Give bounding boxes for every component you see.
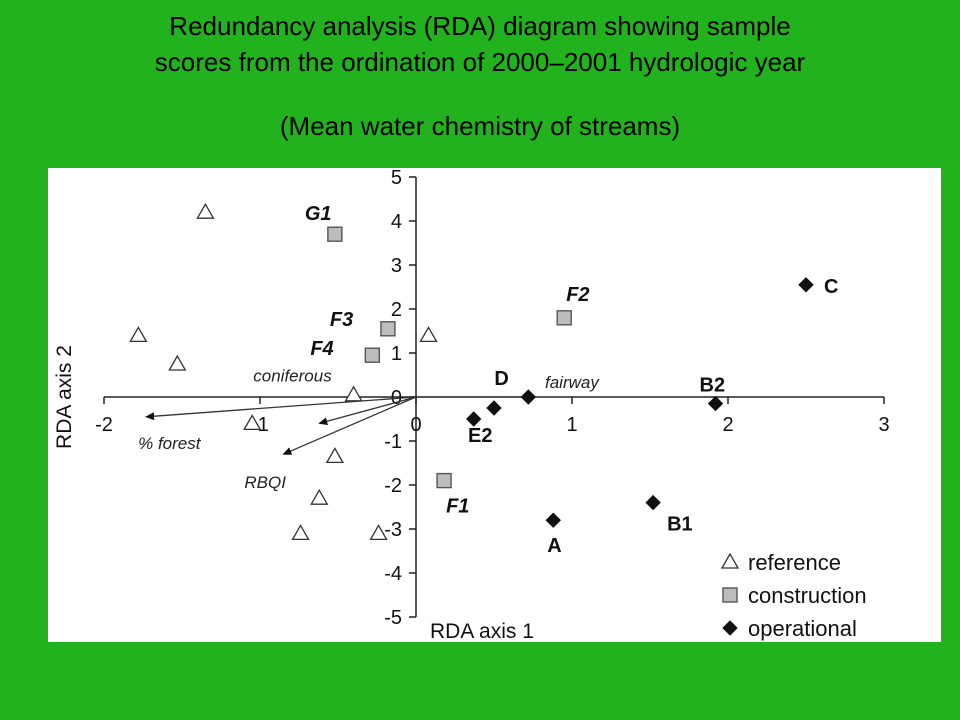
operational-point (520, 389, 537, 405)
legend-label: construction (748, 583, 867, 608)
operational-point (707, 395, 724, 412)
legend-reference-marker (720, 552, 740, 569)
x-tick-label: 1 (566, 414, 577, 436)
title-line-1: Redundancy analysis (RDA) diagram showin… (169, 11, 791, 41)
legend-construction-marker (722, 587, 738, 603)
y-tick-label: -4 (384, 563, 402, 585)
y-tick-label: -1 (384, 431, 402, 453)
vector-arrow (145, 396, 417, 421)
x-tick-label: 2 (722, 414, 733, 436)
y-tick-label: 2 (391, 299, 402, 321)
reference-point (129, 326, 148, 343)
x-axis-title: RDA axis 1 (430, 620, 534, 642)
x-tick-label: -1 (251, 414, 269, 436)
point-label: C (824, 276, 838, 298)
operational-point (466, 411, 482, 427)
legend-label: operational (748, 616, 857, 641)
point-label: G1 (305, 203, 332, 225)
x-tick-label: 0 (410, 414, 421, 436)
operational-point (486, 400, 502, 416)
x-tick-label: 3 (878, 414, 889, 436)
point-label: F4 (310, 338, 333, 360)
construction-point (556, 310, 572, 326)
vector-arrow (318, 396, 417, 426)
reference-point (310, 488, 329, 505)
vector-label: % forest (138, 434, 202, 453)
reference-point (291, 524, 310, 541)
x-tick-label: -2 (95, 414, 113, 436)
title-line-2: scores from the ordination of 2000–2001 … (154, 47, 806, 77)
point-label: B1 (667, 514, 693, 536)
construction-point (327, 226, 343, 242)
reference-point (325, 447, 345, 464)
vector-label: fairway (545, 373, 600, 392)
construction-point (364, 347, 381, 363)
reference-point (419, 326, 438, 343)
vector-arrow (282, 396, 417, 455)
reference-point (196, 202, 215, 219)
y-tick-label: -2 (384, 475, 402, 497)
vector-label: coniferous (253, 366, 332, 385)
y-tick-label: 4 (391, 211, 402, 233)
reference-point (344, 385, 363, 402)
point-label: B2 (700, 375, 726, 397)
y-tick-label: -3 (384, 519, 402, 541)
point-label: F2 (566, 284, 589, 306)
vector-label: RBQI (244, 473, 286, 492)
construction-point (436, 472, 452, 489)
construction-point (380, 321, 396, 337)
operational-point (798, 277, 814, 293)
point-label: F1 (446, 496, 469, 518)
y-tick-label: -5 (384, 607, 402, 629)
legend-label: reference (748, 550, 841, 575)
y-tick-label: 1 (391, 343, 402, 365)
y-tick-label: 5 (391, 168, 402, 189)
y-tick-label: 3 (391, 255, 402, 277)
point-label: D (494, 368, 508, 390)
y-axis-title: RDA axis 2 (53, 345, 76, 449)
legend-operational-marker (722, 620, 738, 636)
reference-point (168, 354, 187, 371)
slide-title: Redundancy analysis (RDA) diagram showin… (0, 8, 960, 80)
point-label: A (547, 535, 561, 557)
reference-point (369, 524, 388, 541)
reference-point (243, 414, 262, 431)
slide-subtitle: (Mean water chemistry of streams) (279, 111, 681, 141)
point-label: F3 (330, 309, 353, 331)
operational-point (545, 512, 561, 528)
operational-point (645, 494, 661, 511)
point-label: E2 (468, 425, 492, 447)
